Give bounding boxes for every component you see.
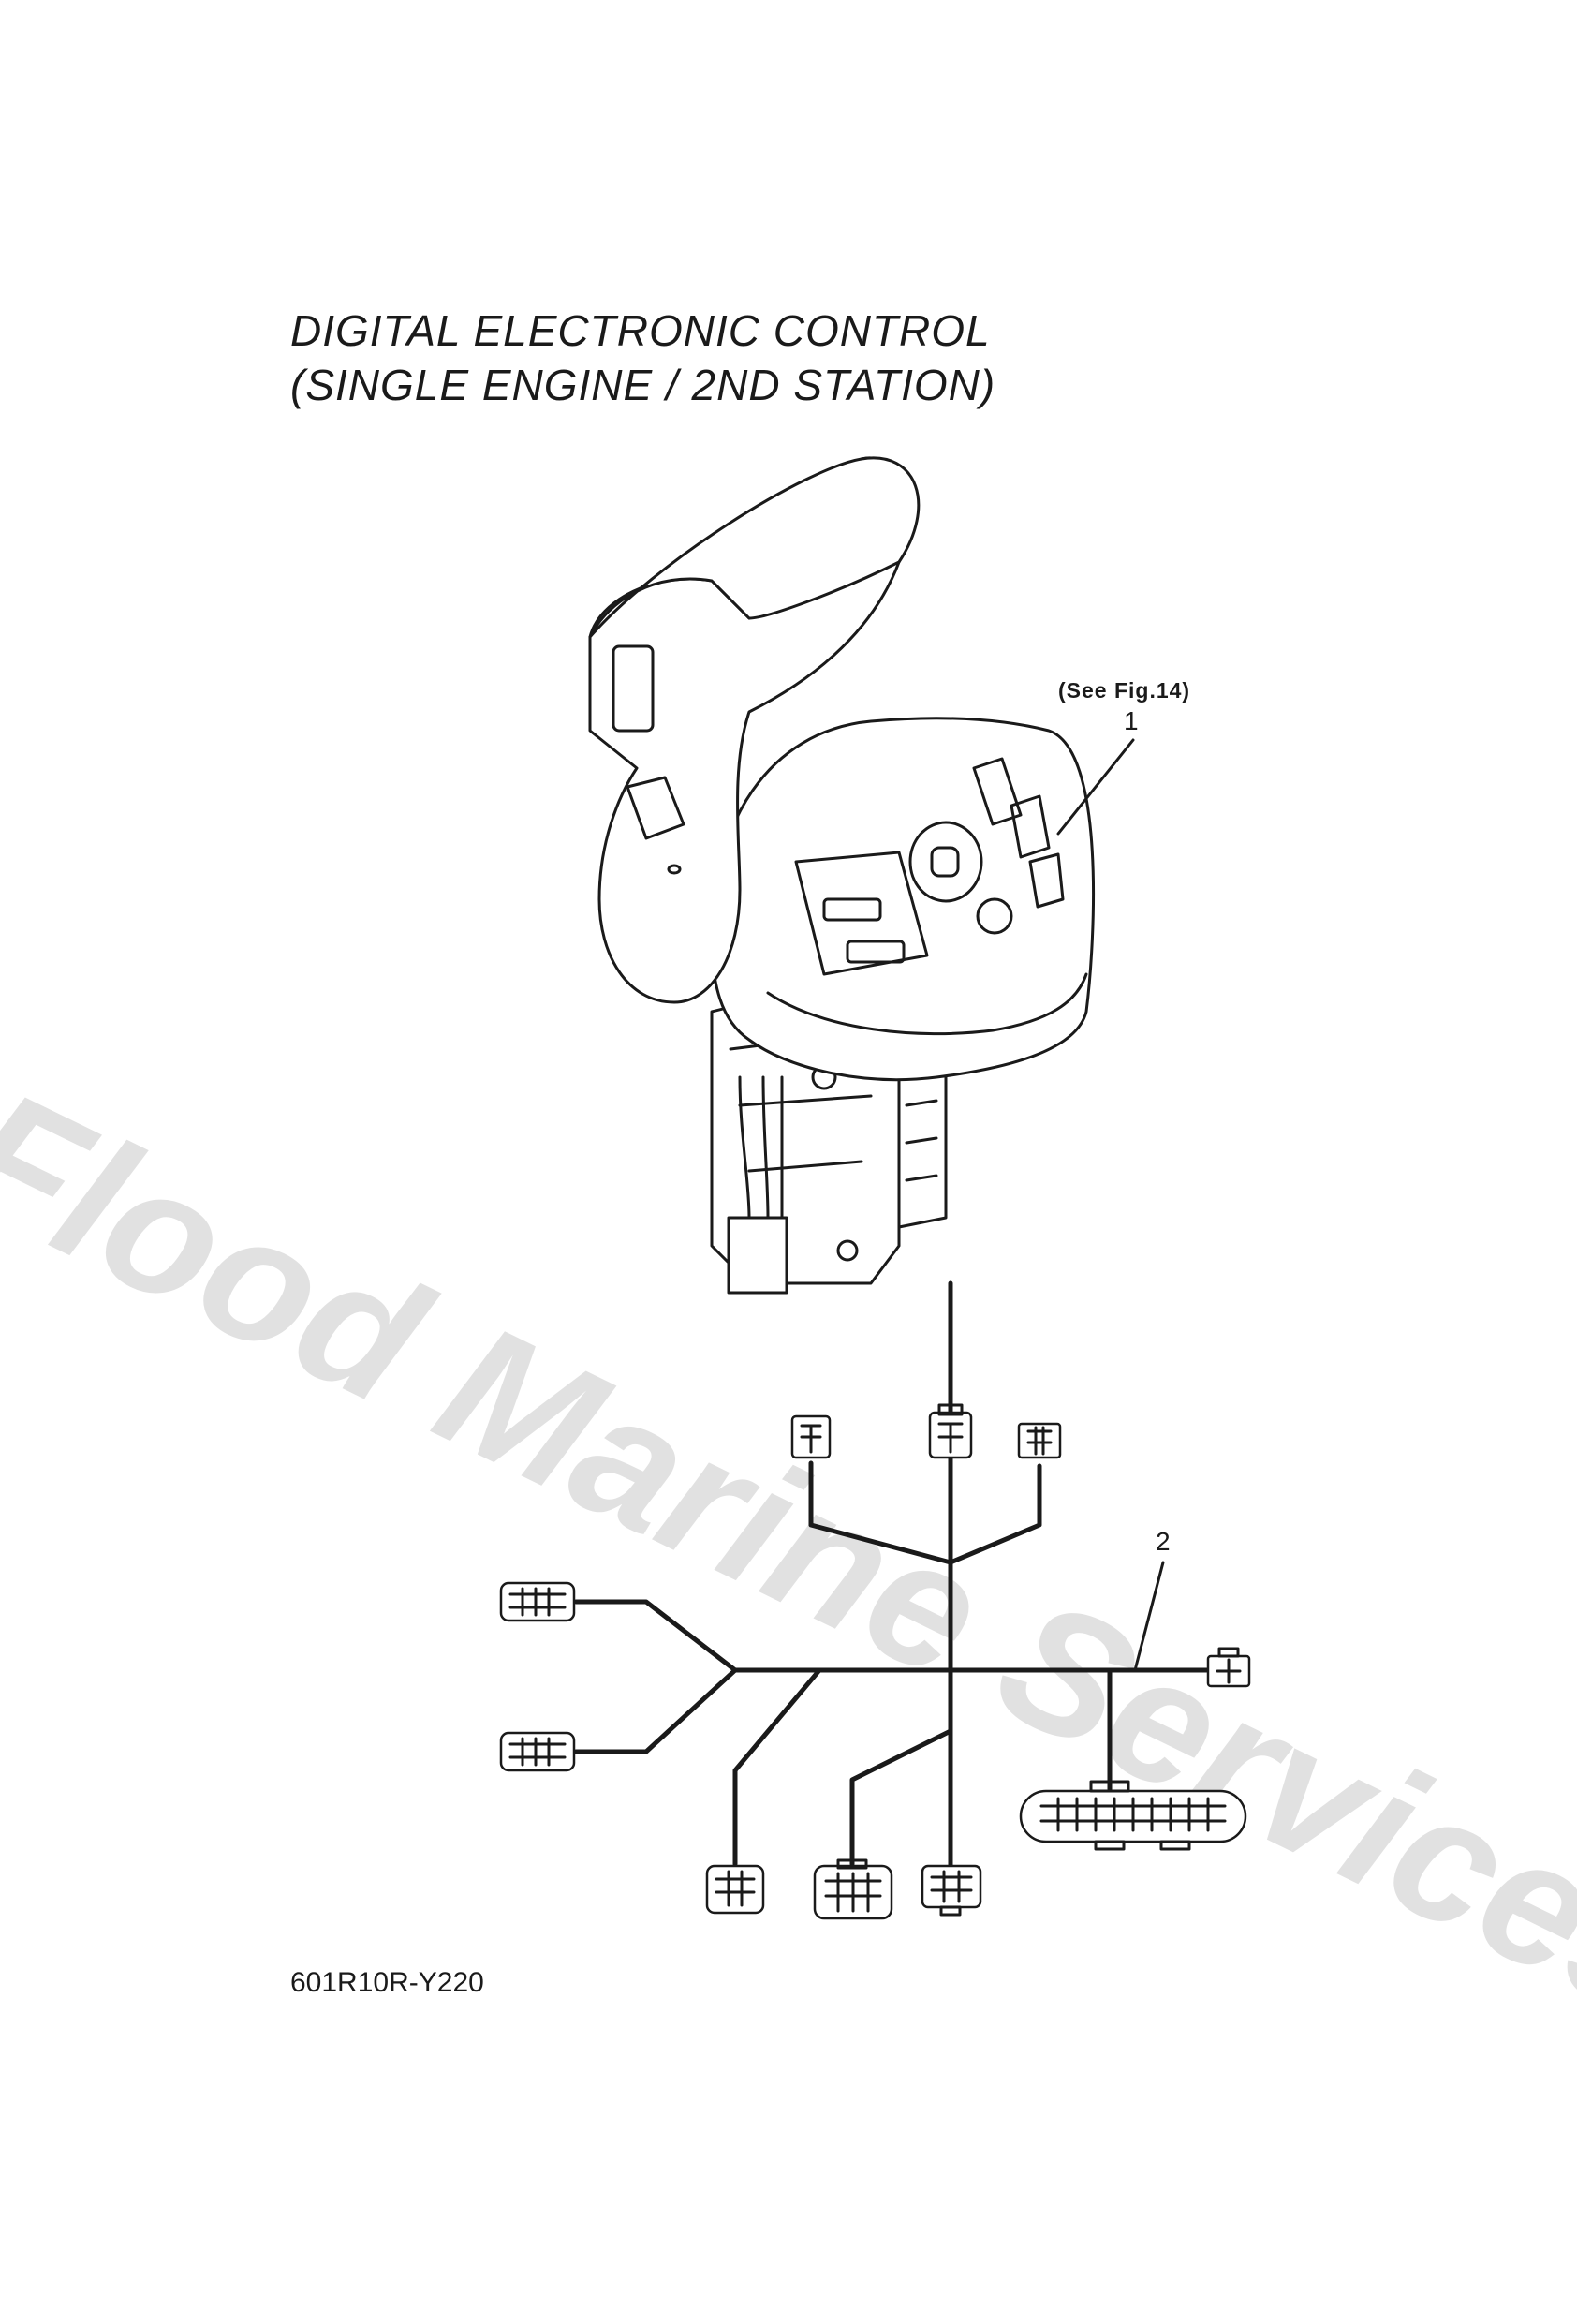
branch-bottom-1	[732, 1667, 822, 1867]
connector-left-upper	[499, 1581, 576, 1622]
lever-handle-grip	[588, 456, 921, 639]
drawing-code: 601R10R-Y220	[290, 1967, 484, 1998]
side-button-1	[972, 757, 1023, 826]
leader-line-2	[1133, 1561, 1165, 1672]
branch-left-upper	[573, 1599, 738, 1673]
callout-part-1: 1	[1124, 706, 1139, 735]
start-knob-center	[930, 846, 960, 878]
connector-large-flat	[1019, 1780, 1247, 1851]
side-button-2	[1010, 794, 1051, 859]
connector-block-detail	[905, 1099, 938, 1182]
main-housing	[710, 717, 1096, 1082]
connector-top-right	[1017, 1422, 1062, 1459]
switch-panel	[794, 851, 929, 976]
see-figure-reference: (See Fig.14)	[1058, 678, 1191, 703]
callout-part-2: 2	[1156, 1527, 1171, 1556]
connector-bottom-1	[705, 1864, 765, 1915]
connector-right	[1206, 1647, 1251, 1688]
connector-bottom-3	[921, 1864, 982, 1917]
lever-button-lower-icon	[626, 776, 685, 840]
branch-left-lower	[573, 1667, 738, 1754]
page-title-line-1: DIGITAL ELECTRONIC CONTROL	[290, 306, 991, 355]
start-knob	[908, 821, 983, 903]
switch-bottom	[846, 940, 906, 964]
connector-bottom-2	[813, 1858, 893, 1920]
connector-top-center	[928, 1403, 973, 1459]
brand-logo-icon	[976, 897, 1013, 935]
page-title-line-2: (SINGLE ENGINE / 2ND STATION)	[290, 361, 996, 409]
bracket-bolt-lower	[836, 1239, 859, 1262]
side-button-3	[1028, 852, 1065, 909]
housing-seam	[766, 972, 1088, 1036]
branch-top-right	[948, 1463, 1042, 1565]
leader-line-1	[1056, 738, 1135, 836]
cable-sheath	[727, 1216, 788, 1295]
cable-wires	[738, 1075, 784, 1220]
switch-top	[822, 897, 882, 922]
wiring-harness	[499, 1280, 1251, 1920]
connector-left-lower	[499, 1731, 576, 1772]
branch-top-left	[808, 1460, 953, 1565]
connector-top-left	[790, 1414, 832, 1459]
lever-button-top-icon	[612, 644, 655, 733]
branch-bottom-2	[849, 1728, 953, 1867]
control-lever-unit	[588, 456, 1135, 1295]
lever-indicator	[667, 864, 682, 875]
